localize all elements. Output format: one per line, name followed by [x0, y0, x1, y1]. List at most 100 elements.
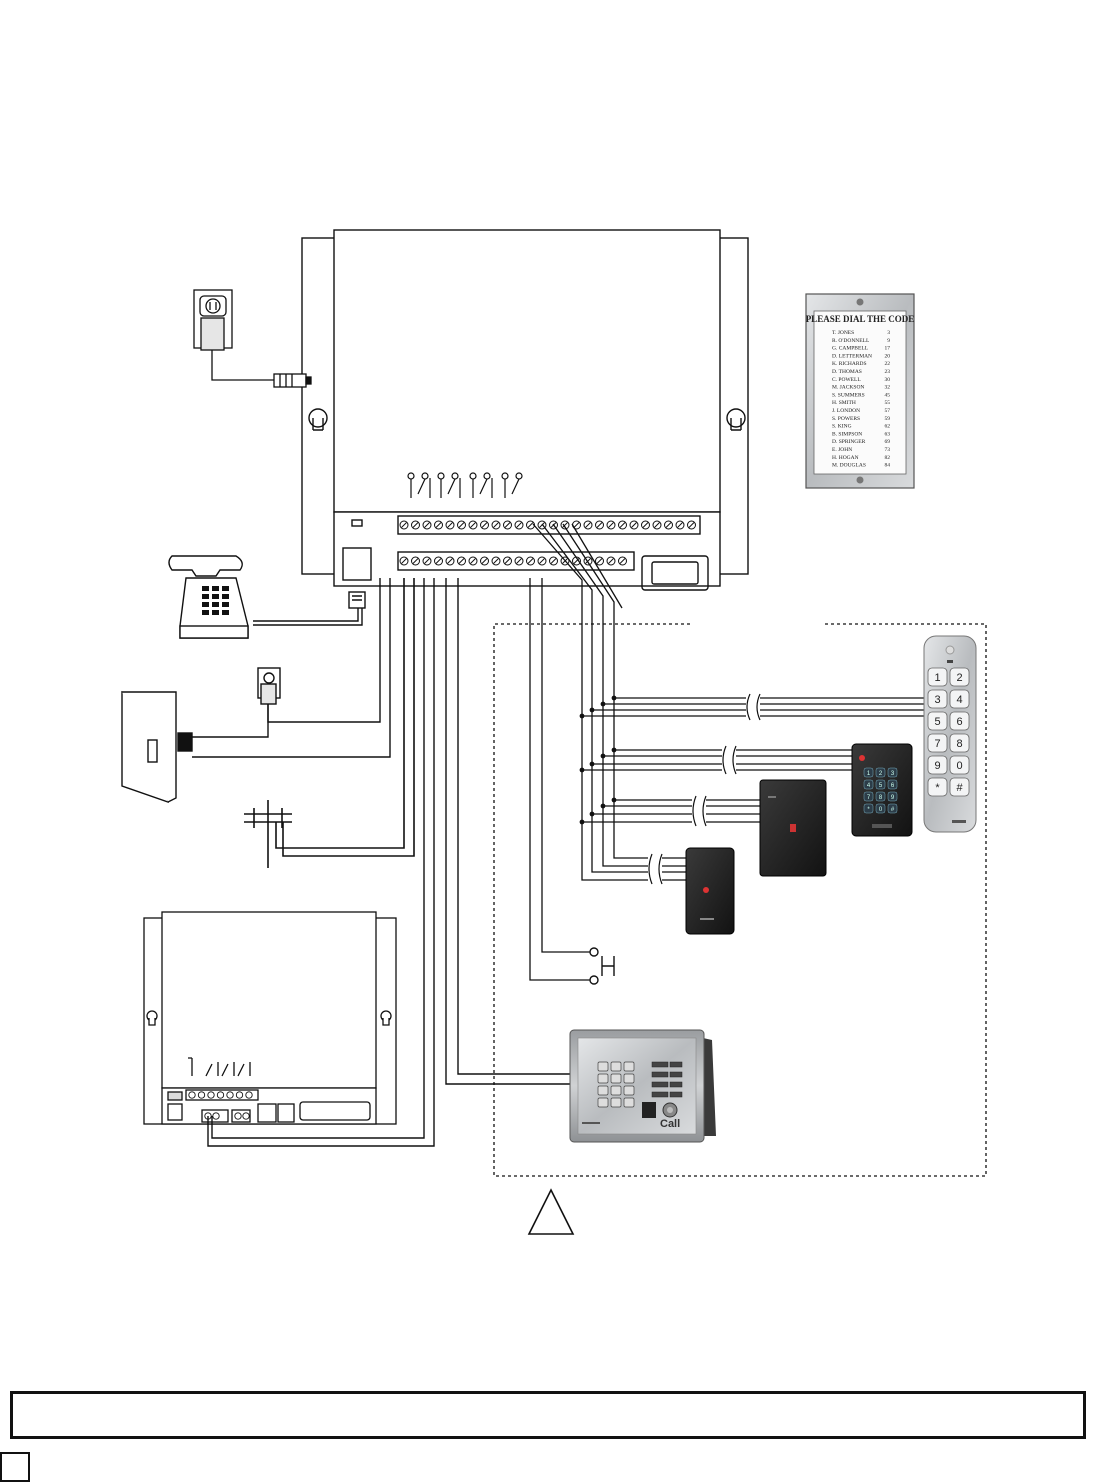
telephone [168, 555, 366, 639]
directory-entry-code: 63 [885, 431, 891, 437]
strike-body [177, 732, 193, 752]
prox-key [875, 779, 886, 790]
prox-key-label: 4 [867, 783, 871, 789]
directory-entry-name: D. SPRINGER [832, 439, 866, 445]
keypad-key-label: 8 [956, 738, 962, 750]
directory-entry-name: G. CAMPBELL [832, 346, 869, 352]
warning-triangle-icon [527, 1188, 575, 1235]
directory-entry-code: 62 [885, 424, 891, 430]
controller-wires [207, 578, 570, 1147]
keypad-key [927, 711, 948, 731]
prox-key [875, 803, 886, 814]
directory-entry-code: 84 [885, 463, 891, 469]
terminal-row-bottom [397, 551, 635, 571]
directory-entry-code: 57 [885, 408, 891, 414]
keypad-key [949, 777, 970, 797]
directory-entry-name: K. RICHARDS [832, 361, 867, 367]
prox-key [875, 791, 886, 802]
db-connector [641, 555, 709, 591]
prox-key [875, 767, 886, 778]
keypad-key-label: 9 [934, 760, 940, 772]
keypad-key [949, 733, 970, 753]
directory-entry-code: 82 [885, 455, 891, 461]
prox-key-label: 3 [891, 771, 895, 777]
prox-key-label: 0 [879, 807, 883, 813]
wire-junction-dots [579, 695, 617, 825]
keypad-key-label: 1 [934, 672, 940, 684]
directory-entry-code: 17 [885, 346, 891, 352]
directory-entry-name: H. SMITH [832, 400, 856, 406]
station-key [597, 1073, 609, 1084]
prox-key-label: 6 [891, 783, 895, 789]
directory-entry-name: D. LETTERMAN [832, 353, 872, 359]
wire-break-symbols [648, 693, 761, 885]
request-to-exit-button [589, 947, 615, 985]
directory-entry-name: B. SIMPSON [832, 431, 862, 437]
status-led [351, 519, 363, 527]
station-keypad [597, 1061, 635, 1108]
station-key [597, 1097, 609, 1108]
directory-entry-name: S. KING [832, 424, 852, 430]
station-key [610, 1073, 622, 1084]
keypad-key-label: 3 [934, 694, 940, 706]
directory-entry-code: 73 [885, 447, 891, 453]
terminal-screw [197, 1091, 206, 1099]
prox-key-label: * [867, 807, 870, 813]
keypad-key [949, 689, 970, 709]
proximity-reader-small [685, 847, 735, 935]
secondary-keyhole-right [380, 1010, 392, 1026]
telephone-pole [244, 578, 415, 868]
prox-key [887, 803, 898, 814]
keypad-key [927, 733, 948, 753]
power-outlet-top [193, 289, 312, 388]
station-key [610, 1085, 622, 1096]
call-label: Call [660, 1118, 680, 1130]
directory-entry-code: 23 [885, 369, 891, 375]
station-name-buttons [651, 1061, 683, 1098]
keypad-key-label: 7 [934, 738, 940, 750]
keypad-key-label: 0 [956, 760, 962, 772]
secondary-keyhole-left [146, 1010, 158, 1026]
directory-entry-name: D. THOMAS [832, 369, 862, 375]
directory-entry-name: R. O'DONNELL [832, 338, 870, 344]
directory-entry-name: J. LONDON [832, 408, 860, 414]
main-cover [333, 229, 721, 513]
station-key [623, 1073, 635, 1084]
station-key [597, 1061, 609, 1072]
station-camera [642, 1102, 656, 1118]
prox-key [863, 803, 874, 814]
directory-entry-code: 55 [885, 400, 891, 406]
prox-key [887, 779, 898, 790]
exterior-zone-border [493, 623, 987, 1177]
keypad-key [927, 777, 948, 797]
directory-entry-name: T. JONES [832, 330, 854, 336]
prox-key [863, 767, 874, 778]
keypad-key-label: 5 [934, 716, 940, 728]
directory-entry-code: 22 [885, 361, 891, 367]
prox-key [887, 767, 898, 778]
keypad-key-label: # [956, 782, 963, 794]
secondary-controller [143, 911, 397, 1125]
keypad-key [927, 667, 948, 687]
station-key [623, 1097, 635, 1108]
prox-key-label: 5 [879, 783, 883, 789]
directory-entry-code: 69 [885, 439, 891, 445]
directory-entry-name: E. JOHN [832, 447, 852, 453]
keypad-key [949, 667, 970, 687]
phone-jack-box [342, 547, 372, 581]
terminal-screw [207, 1091, 215, 1099]
prox-key [863, 791, 874, 802]
page-corner-box [0, 1452, 30, 1482]
keypad-key [927, 689, 948, 709]
directory-entry-name: C. POWELL [832, 377, 861, 383]
keypad-key [949, 755, 970, 775]
db-connector-inner [651, 561, 699, 585]
prox-key-label: 8 [879, 795, 883, 801]
